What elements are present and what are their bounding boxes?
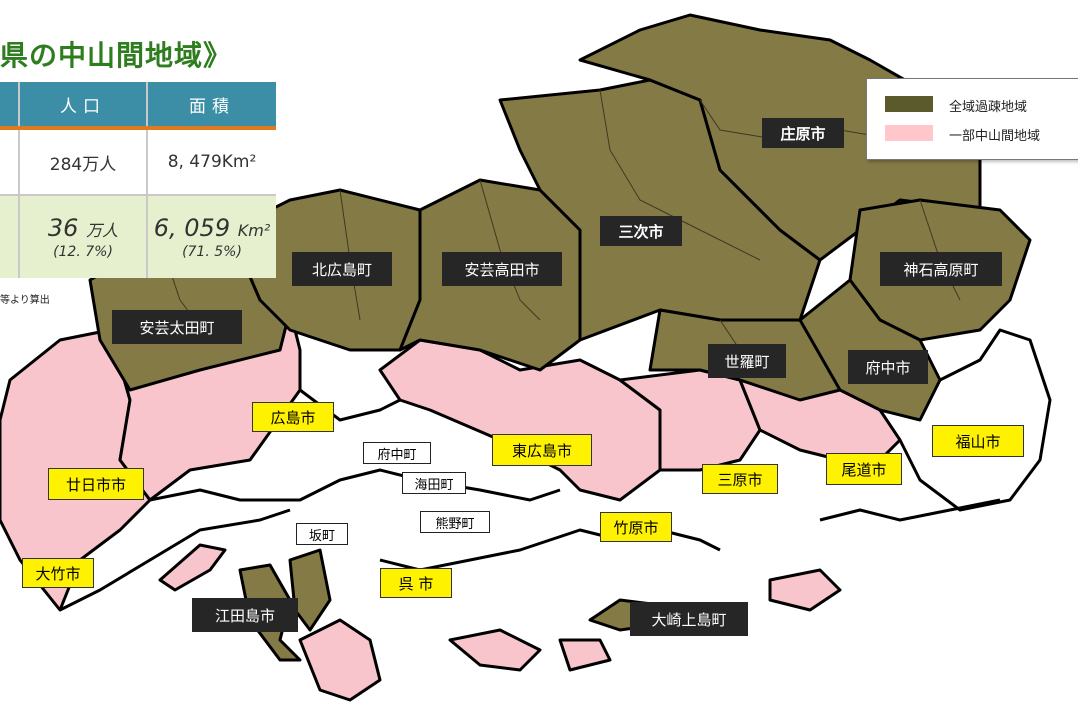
- label-onomichi: 尾道市: [826, 453, 902, 485]
- label-akitakata: 安芸高田市: [442, 252, 562, 286]
- page-title: 県の中山間地域》: [0, 39, 233, 72]
- island-2: [768, 568, 842, 612]
- region-borders-white: [59, 328, 1052, 612]
- label-kure: 呉 市: [380, 568, 452, 598]
- total-population: 284万人: [18, 128, 147, 196]
- label-takehara: 竹原市: [600, 512, 672, 542]
- legend-swatch-partial: [885, 125, 933, 141]
- label-hiroshima: 広島市: [252, 402, 334, 432]
- label-kumano: 熊野町: [420, 511, 490, 533]
- label-saka: 坂町: [296, 523, 348, 545]
- label-fuchu-town: 府中町: [363, 442, 431, 464]
- label-jinsekikogen: 神石高原町: [880, 252, 1002, 286]
- label-shobara: 庄原市: [762, 118, 844, 148]
- total-area: 8, 479Km²: [146, 128, 276, 196]
- legend-label-depopulated: 全域過疎地域: [949, 100, 1028, 115]
- label-higashihiroshima: 東広島市: [492, 434, 592, 466]
- label-etajima: 江田島市: [192, 598, 298, 632]
- label-kaita: 海田町: [402, 472, 466, 494]
- label-mihara: 三原市: [702, 464, 778, 494]
- table-header-population: 人口: [18, 82, 147, 130]
- rural-population: 36 万人 (12. 7%): [18, 195, 147, 278]
- legend-swatch-depopulated: [885, 96, 933, 112]
- island-1: [558, 638, 612, 672]
- label-fuchu-city: 府中市: [848, 350, 928, 384]
- label-fukuyama: 福山市: [932, 425, 1024, 457]
- table-header-blank: [0, 82, 19, 130]
- table-header-area: 面積: [146, 82, 276, 130]
- summary-table: 人口 面積 284万人 8, 479Km² 36 万人 (12. 7%) 6, …: [0, 82, 276, 278]
- island-etajima: [298, 618, 382, 702]
- label-sera: 世羅町: [708, 344, 786, 378]
- source-note: 等より算出: [0, 295, 50, 306]
- rural-area: 6, 059 Km² (71. 5%): [146, 195, 276, 278]
- legend-label-partial: 一部中山間地域: [949, 129, 1041, 144]
- map-legend: 全域過疎地域 一部中山間地域: [866, 78, 1078, 160]
- label-akiota: 安芸太田町: [112, 310, 242, 344]
- label-kitahiroshima: 北広島町: [292, 252, 392, 286]
- label-miyoshi: 三次市: [600, 216, 682, 246]
- label-osakikamijima: 大崎上島町: [630, 602, 748, 636]
- label-hatsukaichi: 廿日市市: [48, 468, 144, 500]
- island-kurahashi: [448, 628, 542, 672]
- island-3: [158, 543, 227, 592]
- label-otake: 大竹市: [22, 558, 94, 588]
